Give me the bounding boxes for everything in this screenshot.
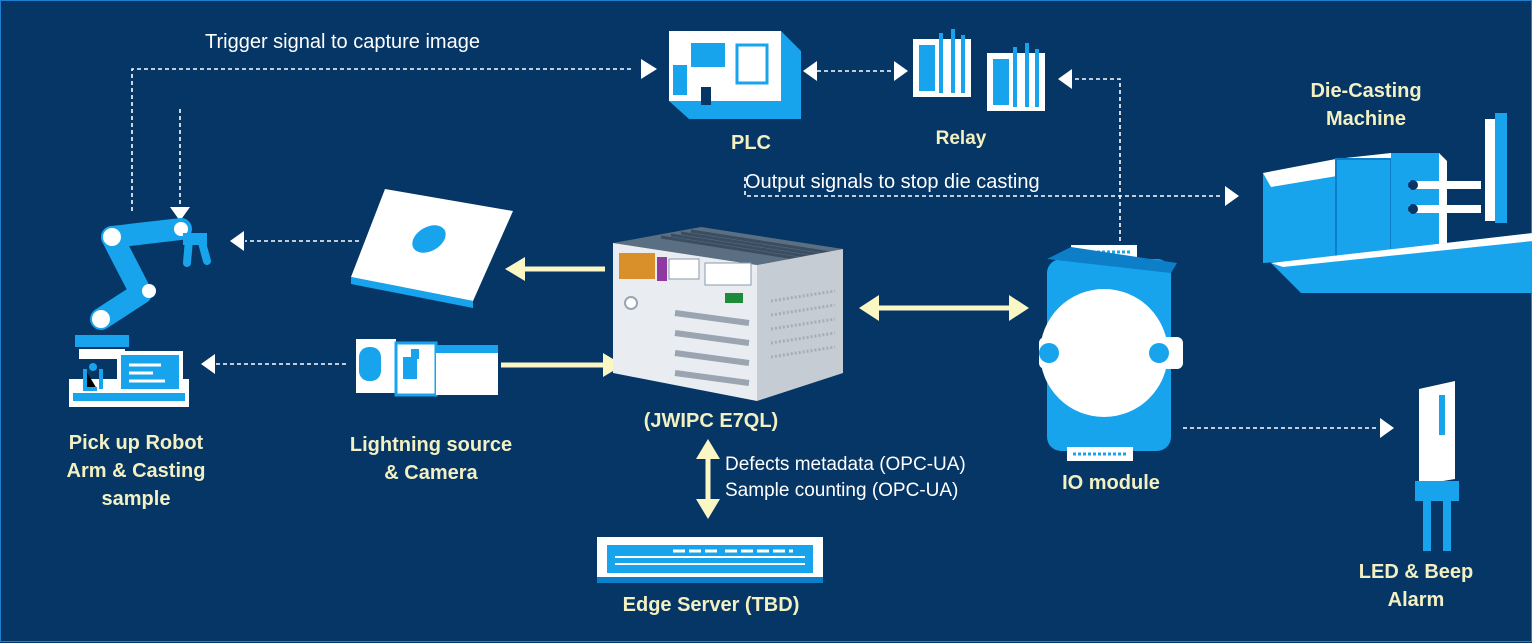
output-connector	[744, 177, 1223, 197]
plc-label: PLC	[731, 132, 771, 154]
camera-ipc-arrow	[501, 353, 623, 377]
plc-relay-arrowhead-right	[894, 61, 908, 81]
io-module-label: IO module	[1062, 472, 1160, 494]
io-relay-connector	[1071, 78, 1121, 241]
camera-robot-arrowhead	[201, 354, 215, 374]
camera-label: Lightning source & Camera	[349, 434, 513, 484]
ipc-io-arrow	[859, 295, 1029, 321]
trigger-annotation: Trigger signal to capture image	[205, 31, 480, 53]
die-casting-machine-label: Die-Casting Machine	[1310, 80, 1422, 130]
plc-relay-arrowhead-left	[803, 61, 817, 81]
ipc-plate-arrow	[505, 257, 605, 281]
relay-label: Relay	[935, 128, 987, 149]
led-alarm-label: LED & Beep Alarm	[1358, 561, 1474, 611]
led-beep-alarm-icon	[1415, 381, 1459, 551]
industrial-pc-icon	[613, 227, 843, 401]
trigger-connector	[131, 68, 633, 211]
robot-label: Pick up Robot Arm & Casting sample	[66, 432, 206, 510]
edge-server-label: Edge Server (TBD)	[622, 594, 800, 616]
trigger-arrowhead	[641, 59, 657, 79]
gripper-arrowhead	[170, 207, 190, 221]
edge-server-icon	[597, 537, 823, 583]
ipc-edge-arrow	[696, 439, 720, 519]
ipc-label: (JWIPC E7QL)	[643, 410, 779, 432]
die-casting-machine-icon	[1263, 113, 1532, 293]
relay-icon	[913, 29, 1045, 111]
camera-icon	[356, 339, 498, 397]
edge-link-annotation: Defects metadata (OPC-UA) Sample countin…	[725, 454, 966, 501]
io-led-arrowhead	[1380, 418, 1394, 438]
output-arrowhead	[1225, 186, 1239, 206]
io-relay-arrowhead	[1058, 69, 1072, 89]
plate-robot-arrowhead	[230, 231, 244, 251]
io-module-icon	[1039, 245, 1183, 461]
plc-icon	[669, 31, 801, 119]
output-annotation: Output signals to stop die casting	[745, 171, 1040, 193]
robot-arm-icon	[69, 218, 211, 407]
casting-sample-plate-icon	[351, 189, 513, 308]
